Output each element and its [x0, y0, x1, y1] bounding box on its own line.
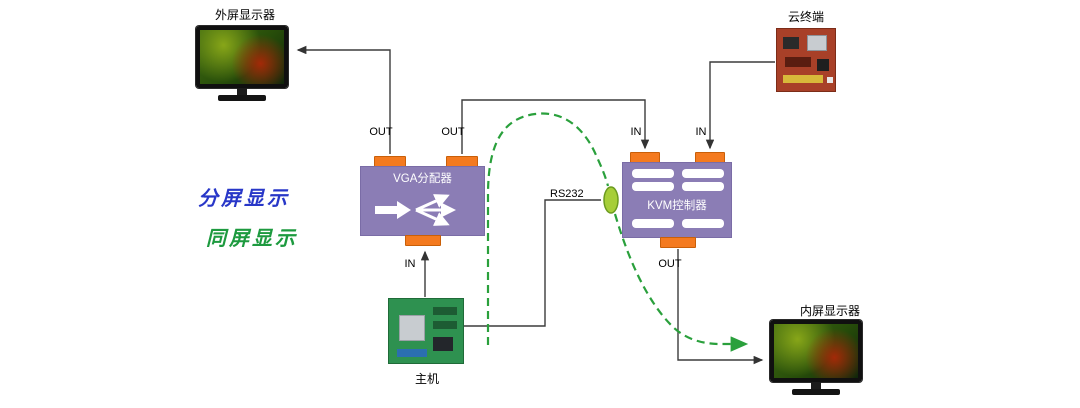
pcb-chip: [827, 77, 833, 83]
outer-monitor-screen: [196, 26, 288, 88]
pcb-chip: [433, 321, 457, 329]
same-display-callout: 同屏显示: [206, 228, 298, 250]
pcb-chip: [783, 37, 799, 49]
vga-port-label-out-right: OUT: [441, 126, 465, 138]
cloud-terminal-board: [776, 28, 836, 92]
vga-in-port: [405, 235, 441, 246]
kvm-port-label-in-right: IN: [695, 126, 707, 138]
kvm-controller-box: KVM控制器: [622, 162, 732, 238]
host-board: [388, 298, 464, 364]
kvm-controller-title: KVM控制器: [647, 200, 707, 212]
pcb-chip: [785, 57, 811, 67]
kvm-slot: [632, 182, 674, 191]
same-screen-dashed-path-up: [486, 112, 610, 345]
kvm-slot: [682, 182, 724, 191]
inner-monitor-stand: [811, 382, 821, 389]
kvm-out-port: [660, 237, 696, 248]
wire-cloud-terminal-to-kvm-in: [705, 61, 775, 150]
split-display-callout: 分屏显示: [198, 188, 290, 210]
outer-monitor-base: [218, 95, 266, 101]
pcb-chip: [817, 59, 829, 71]
rs232-connector-icon: [603, 186, 619, 214]
wire-kvm-out-to-inner-monitor: [677, 249, 764, 365]
cpu-socket: [399, 315, 425, 341]
pcb-chip: [433, 337, 453, 351]
host-label: 主机: [414, 372, 439, 386]
wire-vga-out-to-outer-monitor: [296, 45, 391, 154]
inner-monitor-base: [792, 389, 840, 395]
pcb-chip: [807, 35, 827, 51]
vga-port-label-in: IN: [404, 258, 416, 270]
inner-monitor-screen: [770, 320, 862, 382]
kvm-slot: [682, 219, 724, 228]
kvm-slot: [632, 219, 674, 228]
vga-port-label-out-left: OUT: [369, 126, 393, 138]
split-arrows-icon: [375, 194, 456, 226]
cloud-terminal-label: 云终端: [787, 10, 824, 24]
kvm-port-label-in-left: IN: [630, 126, 642, 138]
outer-monitor-label: 外屏显示器: [214, 8, 275, 22]
outer-monitor-stand: [237, 88, 247, 95]
outer-monitor: [196, 26, 288, 101]
kvm-slot: [682, 169, 724, 178]
vga-splitter-title: VGA分配器: [393, 173, 452, 185]
vga-splitter-box: VGA分配器: [360, 166, 485, 236]
kvm-port-label-out: OUT: [658, 258, 682, 270]
inner-monitor: [770, 320, 862, 395]
inner-monitor-label: 内屏显示器: [799, 304, 860, 318]
kvm-slot: [632, 169, 674, 178]
pcb-chip: [783, 75, 823, 83]
rs232-label: RS232: [550, 188, 584, 200]
pcb-chip: [433, 307, 457, 315]
pcb-chip: [397, 349, 427, 357]
